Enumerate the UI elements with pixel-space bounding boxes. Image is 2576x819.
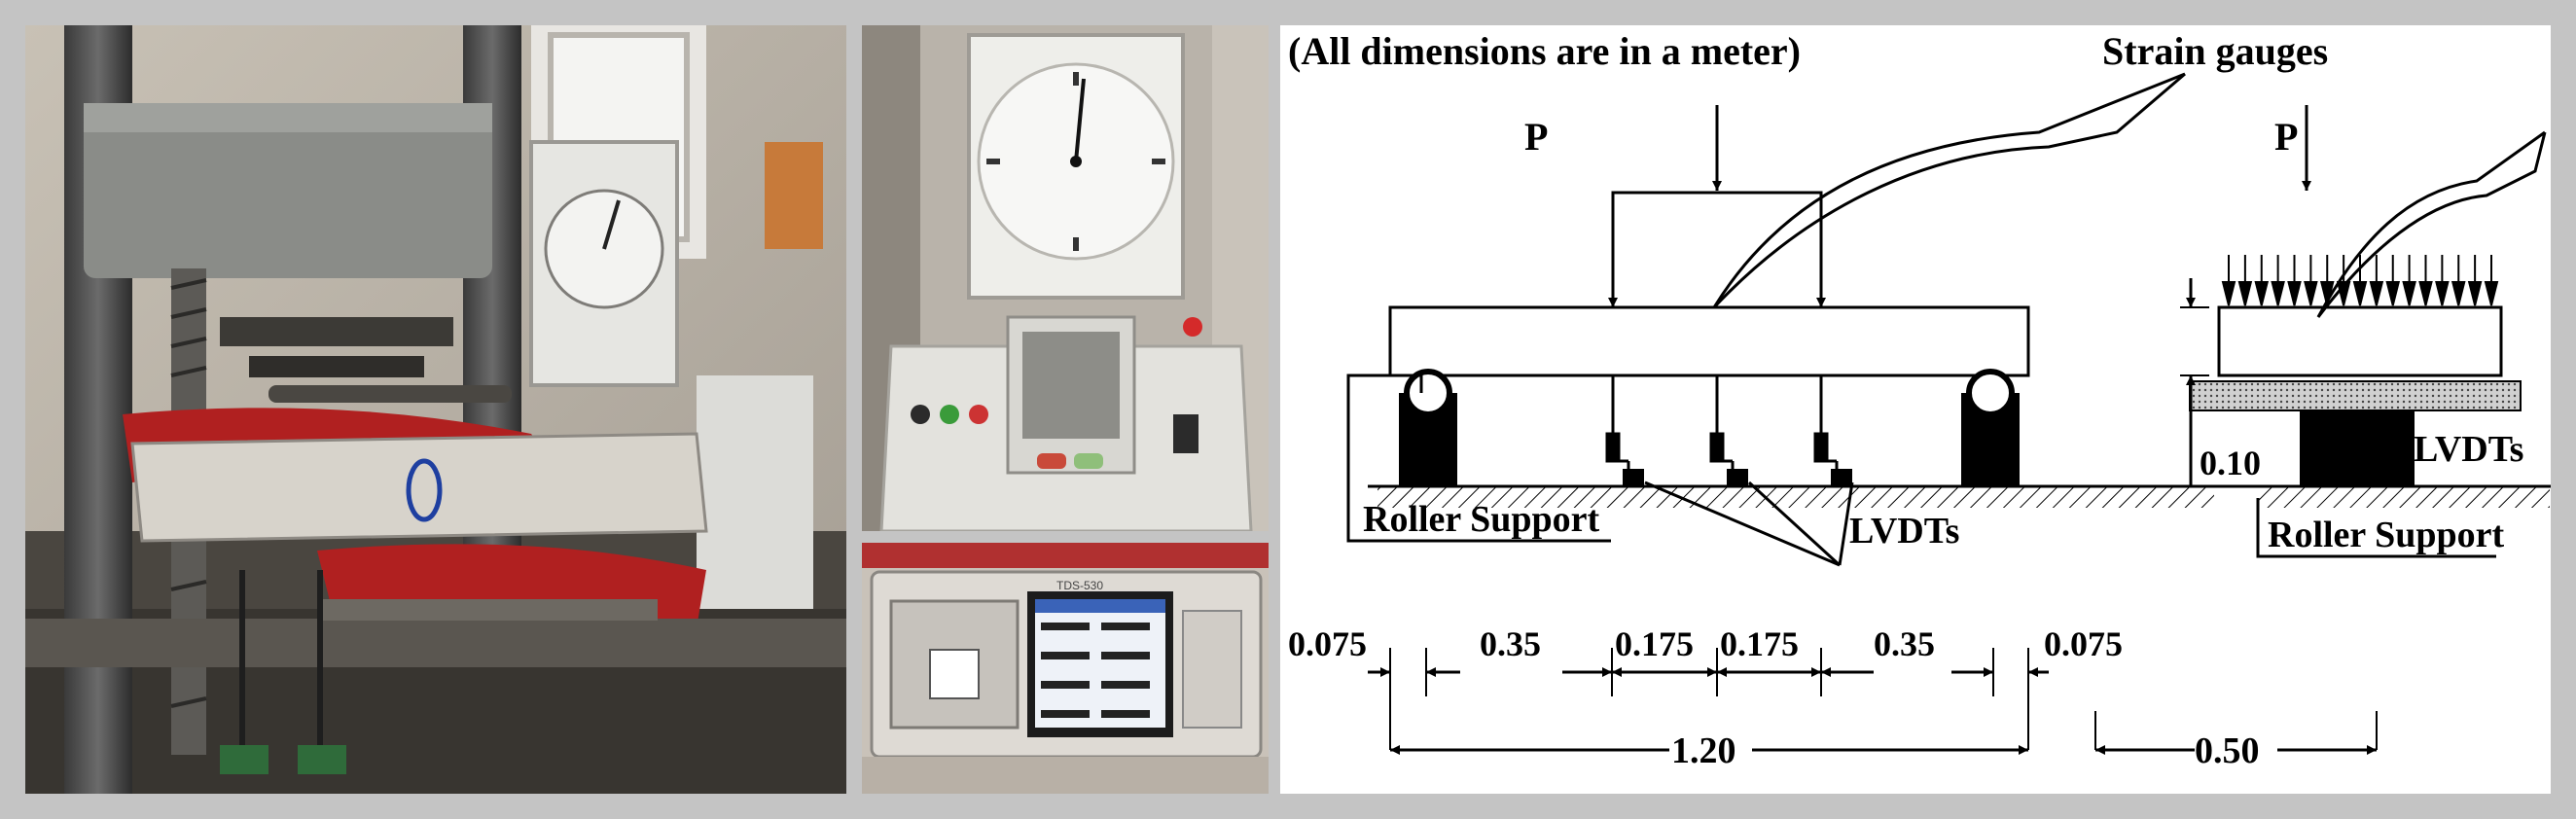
setup-schematic: (All dimensions are in a meter) Strain g…	[1288, 29, 2551, 771]
udl-arrow-head	[2385, 281, 2401, 306]
udl-arrow-head	[2451, 281, 2466, 306]
udl-arrow-head	[2221, 281, 2236, 306]
dim-0175-b: 0.175	[1720, 624, 1799, 663]
udl-arrow-head	[2402, 281, 2416, 306]
udl-arrow-head	[2435, 281, 2450, 306]
strain-gauges-label: Strain gauges	[2102, 29, 2328, 73]
load-p-right: P	[2274, 115, 2298, 159]
udl-arrow-head	[2304, 281, 2318, 306]
udl-arrow-head	[2352, 281, 2368, 306]
dim-0075-right: 0.075	[2044, 624, 2123, 663]
udl-arrow-head	[2467, 281, 2483, 306]
ground-left	[1377, 486, 2214, 508]
dim-035-right: 0.35	[1874, 624, 1935, 663]
dim-0075-left: 0.075	[1288, 624, 1367, 663]
logger-model-label: TDS-530	[1056, 579, 1103, 592]
control-unit-illustration	[862, 25, 1269, 531]
lvdts-label-right: LVDTs	[2414, 429, 2523, 470]
udl-arrow-head	[2484, 281, 2499, 306]
span-long-label: 1.20	[1671, 730, 1736, 771]
testing-machine-illustration	[25, 25, 846, 794]
specimen-number-mark	[406, 458, 443, 522]
dim-0175-a: 0.175	[1615, 624, 1694, 663]
units-note: (All dimensions are in a meter)	[1288, 29, 1801, 73]
load-p-left: P	[1524, 115, 1548, 159]
depth-label: 0.10	[2200, 444, 2261, 482]
photo-testing-machine	[25, 25, 846, 794]
padding-layer	[2189, 380, 2522, 411]
roller-support-label-right: Roller Support	[2268, 515, 2505, 555]
udl-arrow-head	[2418, 281, 2433, 306]
udl-arrow-head	[2237, 281, 2253, 306]
udl-arrow-head	[2271, 281, 2285, 306]
data-logger-illustration: TDS-530	[862, 543, 1269, 794]
udl-arrow-head	[2369, 281, 2384, 306]
udl-arrow-head	[2287, 281, 2302, 306]
beam-specimen-left	[1388, 305, 2030, 377]
test-setup-drawing: (All dimensions are in a meter) Strain g…	[1280, 25, 2551, 794]
udl-arrow-head	[2254, 281, 2270, 306]
photo-control-unit	[862, 25, 1269, 531]
ground-right	[2258, 486, 2550, 508]
span-short-label: 0.50	[2195, 730, 2260, 771]
photo-data-logger: TDS-530	[862, 543, 1269, 794]
dim-035-left: 0.35	[1480, 624, 1541, 663]
lvdts-label-left: LVDTs	[1849, 511, 1959, 552]
roller-support-label-left: Roller Support	[1363, 499, 1600, 540]
slab-specimen-right	[2217, 305, 2503, 377]
